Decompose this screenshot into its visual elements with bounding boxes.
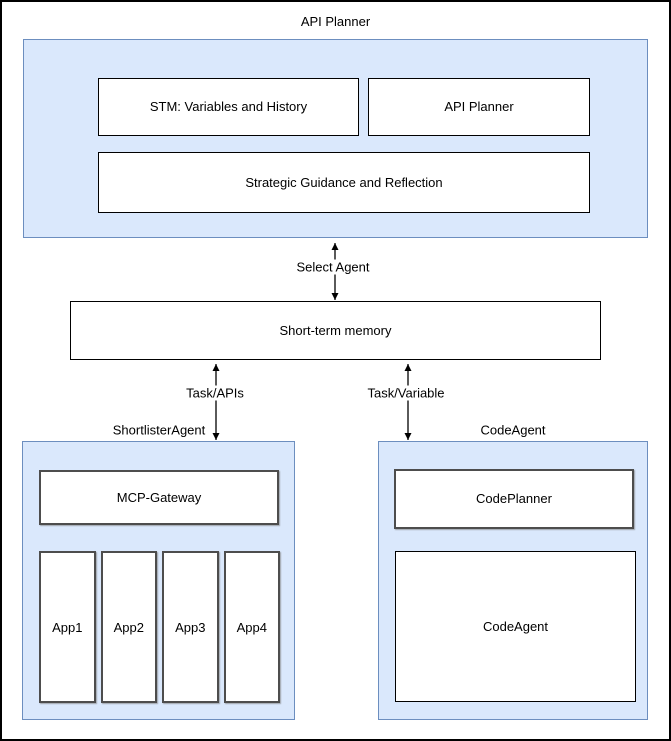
task-apis-edge-label: Task/APIs: [183, 385, 247, 401]
api-planner-node: API Planner: [368, 78, 590, 136]
app4-node: App4: [223, 551, 280, 703]
api-planner-container: STM: Variables and History API Planner S…: [23, 39, 648, 238]
shortlister-agent-section-title: ShortlisterAgent: [112, 422, 206, 438]
app3-node: App3: [162, 551, 219, 703]
app1-node: App1: [39, 551, 96, 703]
code-planner-node: CodePlanner: [394, 469, 634, 529]
code-agent-container: CodePlanner CodeAgent: [378, 441, 648, 720]
shortlister-agent-container: MCP-Gateway App1 App2 App3 App4: [22, 441, 295, 720]
strategic-guidance-node: Strategic Guidance and Reflection: [98, 152, 590, 213]
task-variable-edge-label: Task/Variable: [364, 385, 448, 401]
select-agent-edge-label: Select Agent: [293, 259, 373, 275]
short-term-memory-node: Short-term memory: [70, 301, 601, 360]
code-agent-section-title: CodeAgent: [480, 422, 546, 438]
mcp-gateway-node: MCP-Gateway: [39, 470, 279, 525]
app2-node: App2: [100, 551, 157, 703]
code-agent-node: CodeAgent: [395, 551, 636, 702]
apps-row: App1 App2 App3 App4: [39, 551, 280, 703]
api-planner-section-title: API Planner: [300, 14, 371, 29]
stm-variables-history-node: STM: Variables and History: [98, 78, 359, 136]
